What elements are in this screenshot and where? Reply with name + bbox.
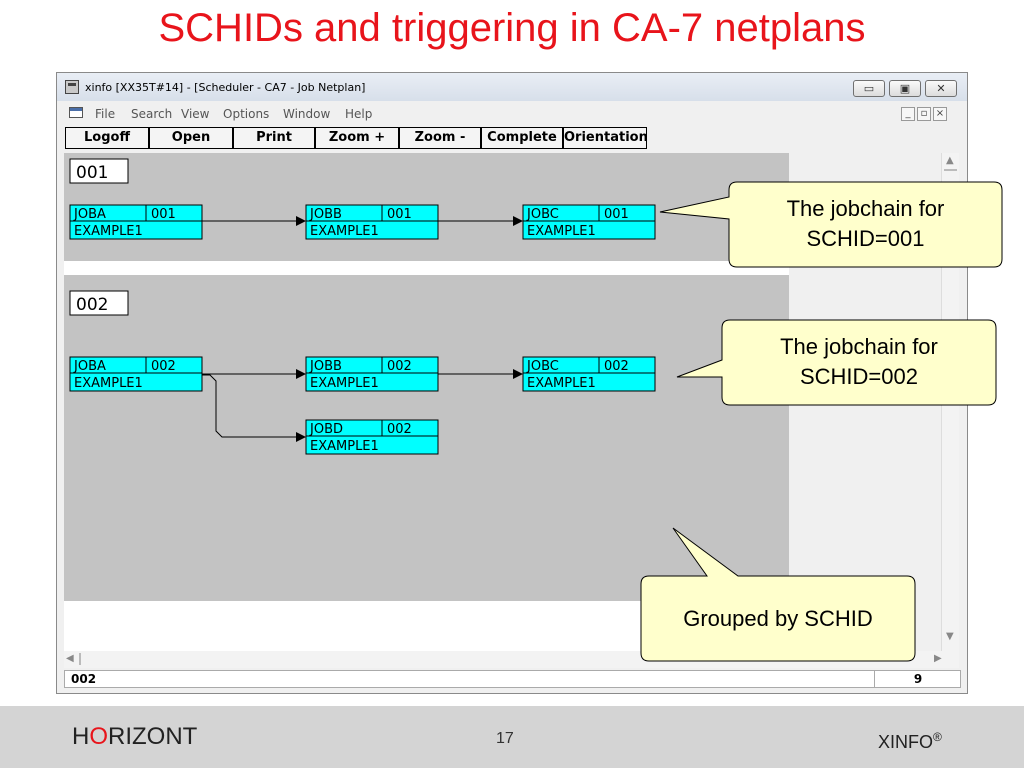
horizontal-scrollbar[interactable]: ◀ ▶ xyxy=(64,651,959,668)
callout-001-line2: SCHID=001 xyxy=(806,226,925,251)
page-number: 17 xyxy=(496,730,514,747)
status-count: 9 xyxy=(874,671,961,687)
job-schid: 002 xyxy=(604,359,629,374)
slide-title: SCHIDs and triggering in CA-7 netplans xyxy=(158,6,866,50)
job-system: EXAMPLE1 xyxy=(527,376,596,391)
job-box[interactable]: JOBA 001 EXAMPLE1 xyxy=(69,204,203,240)
menu-file[interactable]: File xyxy=(95,107,116,121)
callout-001-text: The jobchain for SCHID=001 xyxy=(729,194,1002,254)
menu-search[interactable]: Search xyxy=(131,107,173,121)
job-schid: 002 xyxy=(387,359,412,374)
job-system: EXAMPLE1 xyxy=(527,224,596,239)
job-name: JOBB xyxy=(309,207,342,222)
slide-footer: HORIZONT 17 XINFO® xyxy=(0,706,1024,768)
job-name: JOBD xyxy=(309,422,343,437)
job-name: JOBB xyxy=(309,359,342,374)
job-system: EXAMPLE1 xyxy=(74,224,143,239)
job-box[interactable]: JOBC 002 EXAMPLE1 xyxy=(522,356,656,392)
job-system: EXAMPLE1 xyxy=(310,224,379,239)
scroll-thumb-h[interactable] xyxy=(79,653,81,665)
job-name: JOBA xyxy=(73,359,106,374)
job-name: JOBC xyxy=(526,359,559,374)
mdi-close-button[interactable]: × xyxy=(933,107,947,121)
job-box[interactable]: JOBB 002 EXAMPLE1 xyxy=(305,356,439,392)
menu-options[interactable]: Options xyxy=(223,107,270,121)
menu-bar: File Search View Options Window Help xyxy=(57,103,967,123)
title-bar: xinfo [XX35T#14] - [Scheduler - CA7 - Jo… xyxy=(57,73,967,101)
app-icon xyxy=(65,80,79,94)
job-box[interactable]: JOBC 001 EXAMPLE1 xyxy=(522,204,656,240)
status-bar: 002 9 xyxy=(64,670,961,688)
horizont-logo: HORIZONT xyxy=(72,723,198,750)
job-system: EXAMPLE1 xyxy=(310,376,379,391)
callout-002-line1: The jobchain for xyxy=(780,334,938,359)
job-schid: 001 xyxy=(604,207,629,222)
job-name: JOBA xyxy=(73,207,106,222)
group-label-001: 001 xyxy=(76,163,108,183)
complete-button[interactable]: Complete xyxy=(481,127,563,149)
scroll-left-icon[interactable]: ◀ xyxy=(66,653,74,664)
status-schid: 002 xyxy=(71,672,97,686)
job-schid: 002 xyxy=(387,422,412,437)
callout-grouped-text: Grouped by SCHID xyxy=(683,606,873,631)
job-schid: 001 xyxy=(387,207,412,222)
callout-001-line1: The jobchain for xyxy=(786,196,945,221)
job-box[interactable]: JOBD 002 EXAMPLE1 xyxy=(305,419,439,455)
job-name: JOBC xyxy=(526,207,559,222)
product-name: XINFO® xyxy=(878,730,942,752)
document-icon[interactable] xyxy=(69,107,83,118)
logoff-button[interactable]: Logoff xyxy=(65,127,149,149)
job-schid: 001 xyxy=(151,207,176,222)
toolbar: Logoff Open Print Zoom + Zoom - Complete… xyxy=(57,124,967,152)
restore-button[interactable]: ▣ xyxy=(889,80,921,97)
zoom-out-button[interactable]: Zoom - xyxy=(399,127,481,149)
close-button[interactable]: ✕ xyxy=(925,80,957,97)
scroll-up-icon[interactable]: ▲ xyxy=(946,155,954,166)
trigger-arrow xyxy=(202,374,306,442)
scroll-thumb[interactable] xyxy=(944,169,957,171)
netplan-diagram: 001 JOBA 001 EXAMPLE1 JOBB 001 EXAMPLE1 xyxy=(64,153,789,601)
netplan-canvas[interactable]: 001 JOBA 001 EXAMPLE1 JOBB 001 EXAMPLE1 xyxy=(64,153,789,657)
menu-help[interactable]: Help xyxy=(345,107,373,121)
group-label-002: 002 xyxy=(76,295,108,315)
open-button[interactable]: Open xyxy=(149,127,233,149)
minimize-button[interactable]: ▭ xyxy=(853,80,885,97)
print-button[interactable]: Print xyxy=(233,127,315,149)
menu-view[interactable]: View xyxy=(181,107,210,121)
job-system: EXAMPLE1 xyxy=(74,376,143,391)
scroll-down-icon[interactable]: ▼ xyxy=(946,631,954,642)
menu-window[interactable]: Window xyxy=(283,107,331,121)
callout-002-text: The jobchain for SCHID=002 xyxy=(722,332,996,392)
job-box[interactable]: JOBA 002 EXAMPLE1 xyxy=(69,356,203,392)
callout-002-line2: SCHID=002 xyxy=(799,364,918,389)
job-system: EXAMPLE1 xyxy=(310,439,379,454)
mdi-restore-button[interactable]: ▫ xyxy=(917,107,931,121)
mdi-minimize-button[interactable]: _ xyxy=(901,107,915,121)
orientation-button[interactable]: Orientation xyxy=(563,127,648,149)
zoom-in-button[interactable]: Zoom + xyxy=(315,127,399,149)
job-box[interactable]: JOBB 001 EXAMPLE1 xyxy=(305,204,439,240)
scroll-right-icon[interactable]: ▶ xyxy=(934,653,942,664)
window-title: xinfo [XX35T#14] - [Scheduler - CA7 - Jo… xyxy=(85,81,366,94)
job-schid: 002 xyxy=(151,359,176,374)
